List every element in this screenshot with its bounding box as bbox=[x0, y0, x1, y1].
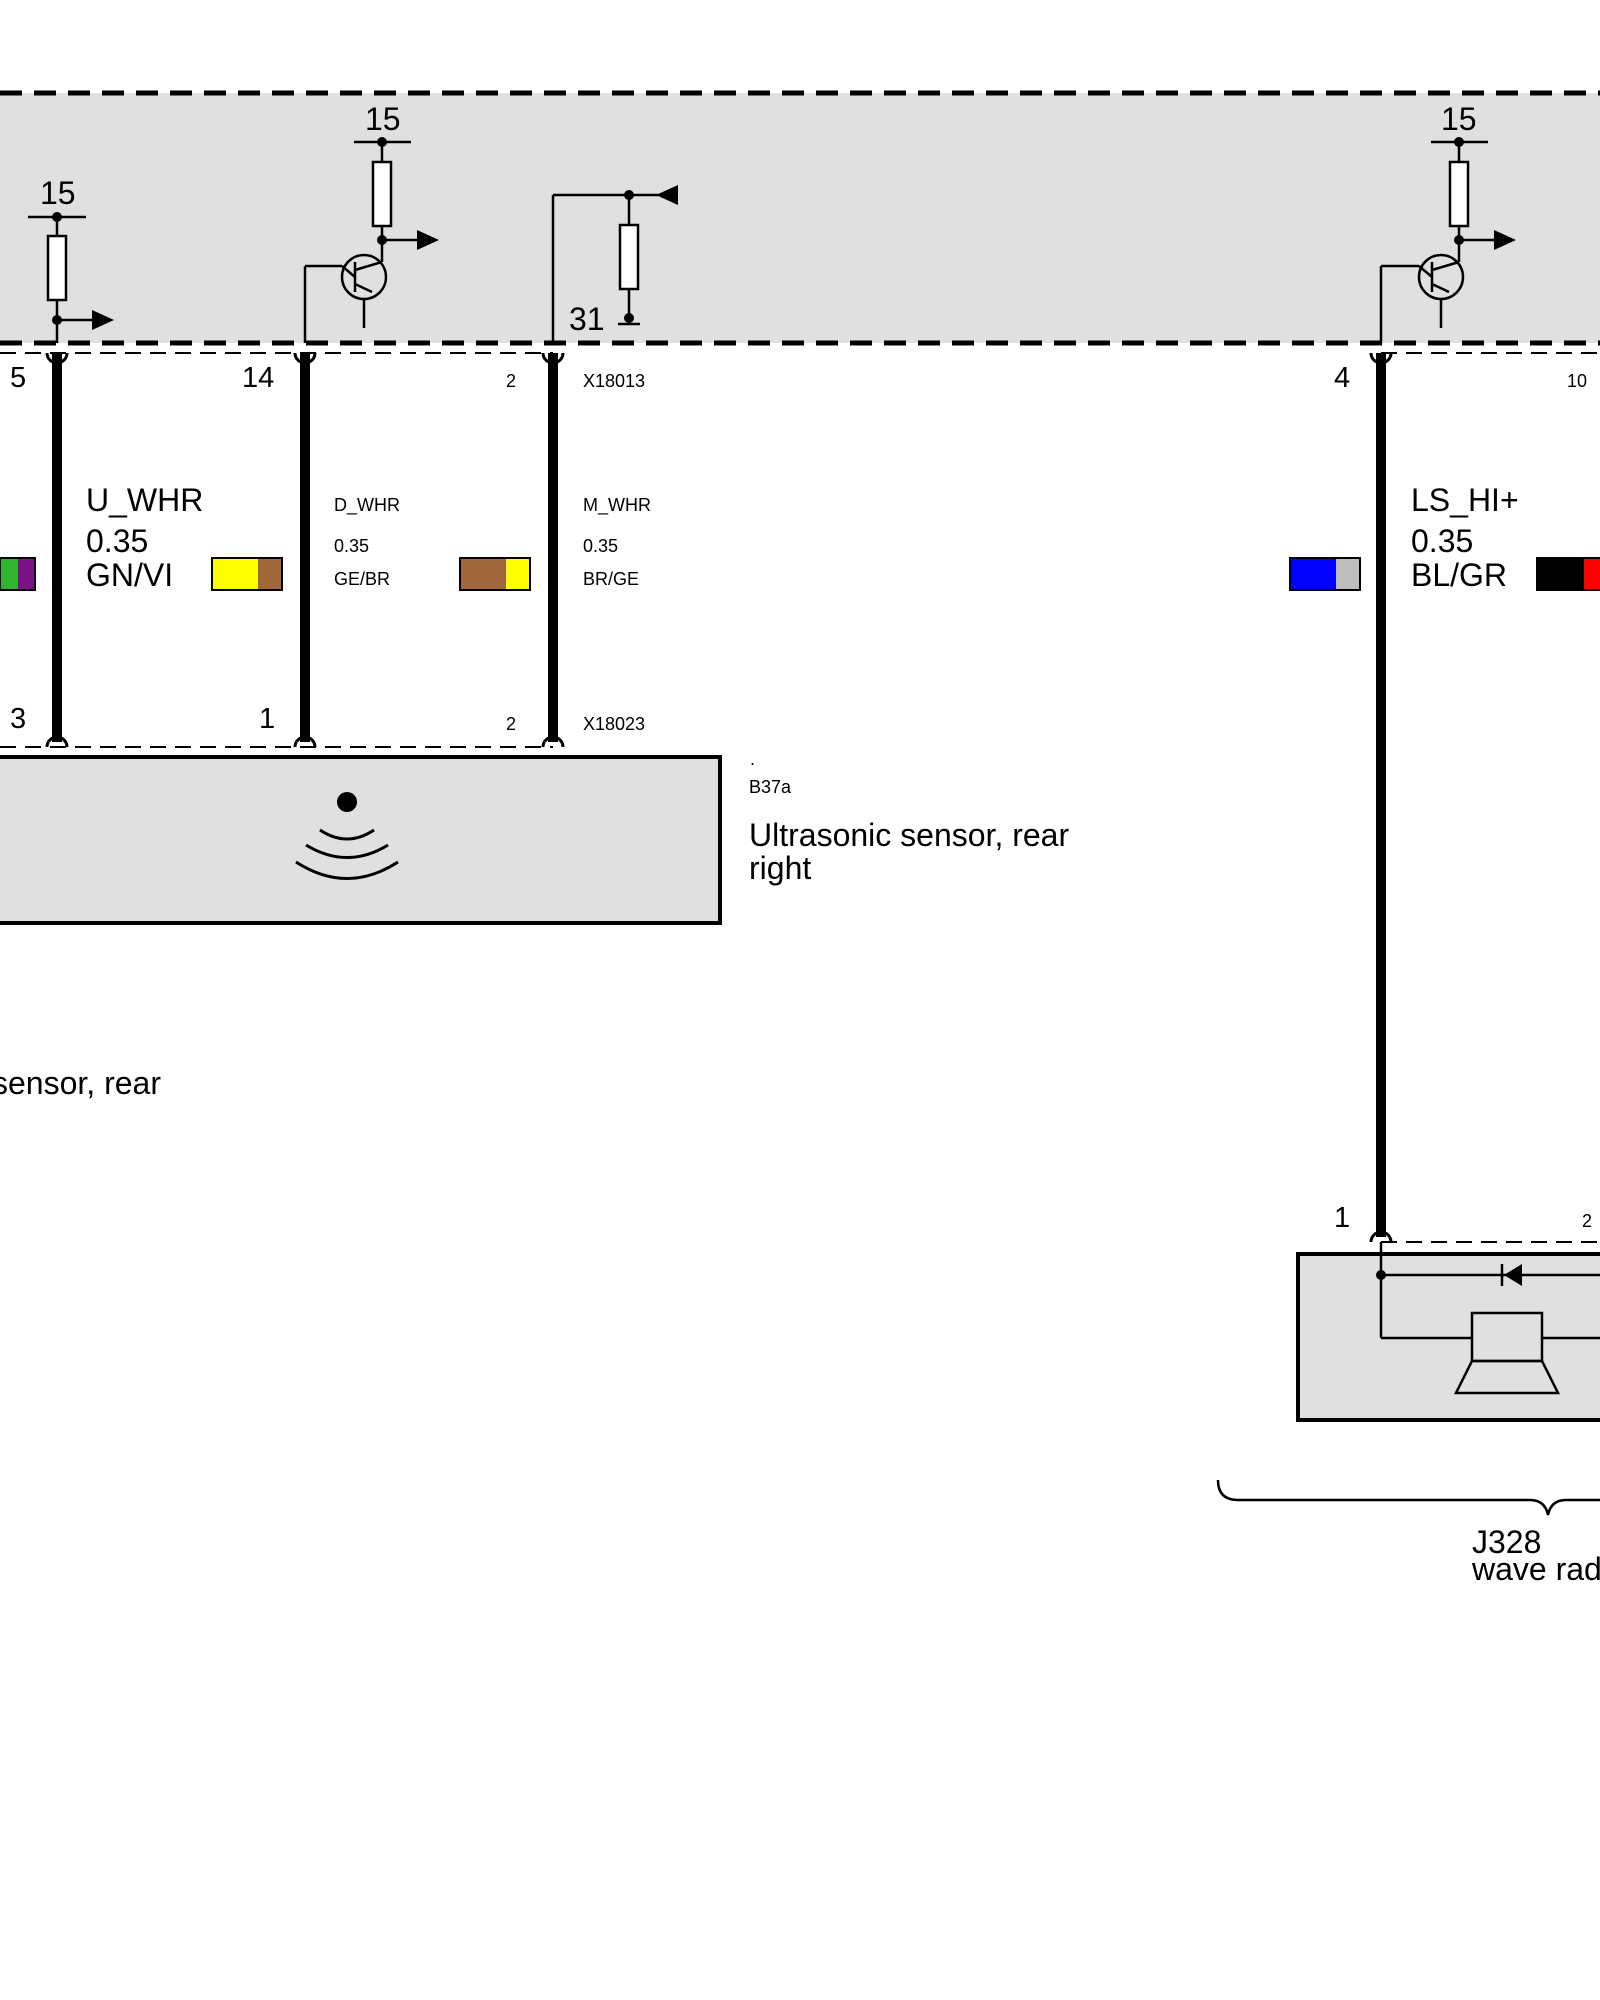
supply-terminal-3: 15 bbox=[1431, 101, 1516, 262]
pin-top-4: 4 bbox=[1334, 362, 1350, 394]
color-swatch-left bbox=[0, 557, 36, 591]
pin-sockets bbox=[45, 352, 1393, 1243]
color-swatch-bl-gr bbox=[1289, 557, 1361, 591]
transistor-1 bbox=[303, 253, 388, 343]
control-unit-box bbox=[0, 93, 1600, 343]
sensor-id: B37a bbox=[749, 777, 792, 797]
svg-text:15: 15 bbox=[40, 175, 76, 211]
pin-bottom-2: 2 bbox=[506, 714, 516, 734]
left-sensor-name-cut: sensor, rear bbox=[0, 1065, 161, 1101]
connector-bottom-id: X18023 bbox=[583, 714, 645, 734]
pin-bottom-3: 3 bbox=[10, 703, 26, 735]
svg-text:0.35: 0.35 bbox=[86, 523, 148, 559]
svg-text:BL/GR: BL/GR bbox=[1411, 557, 1507, 593]
ultrasonic-sensor-icon bbox=[295, 792, 399, 880]
sensor-dot: . bbox=[750, 749, 755, 769]
speaker-icon bbox=[1453, 1311, 1561, 1395]
svg-text:0.35: 0.35 bbox=[583, 536, 618, 556]
svg-text:0.35: 0.35 bbox=[1411, 523, 1473, 559]
wire-label-u-whr: U_WHR 0.35 GN/VI bbox=[86, 482, 203, 593]
color-swatch-br-ge bbox=[459, 557, 531, 591]
connector-top-id: X18013 bbox=[583, 371, 645, 391]
ground-reference: 31 bbox=[551, 185, 678, 343]
wire-label-ls-hi: LS_HI+ 0.35 BL/GR bbox=[1411, 482, 1519, 593]
pin-top-14: 14 bbox=[242, 362, 274, 394]
ground-label: 31 bbox=[569, 301, 605, 337]
speaker-id: J328 bbox=[1472, 1524, 1541, 1560]
supply-terminal-1: 15 bbox=[28, 175, 114, 343]
pin-top-10: 10 bbox=[1567, 371, 1587, 391]
svg-text:BR/GE: BR/GE bbox=[583, 569, 639, 589]
color-swatch-right-cut bbox=[1536, 557, 1600, 591]
sensor-name-line2: right bbox=[749, 850, 811, 886]
wire-label-m-whr: M_WHR 0.35 BR/GE bbox=[583, 495, 651, 589]
pin-bottom-2-speaker: 2 bbox=[1582, 1211, 1592, 1231]
svg-text:15: 15 bbox=[1441, 101, 1477, 137]
svg-text:GE/BR: GE/BR bbox=[334, 569, 390, 589]
pin-top-5: 5 bbox=[10, 362, 26, 394]
svg-text:0.35: 0.35 bbox=[334, 536, 369, 556]
sensor-name-line1: Ultrasonic sensor, rear bbox=[749, 817, 1069, 853]
speaker-internal-circuit bbox=[1376, 1242, 1600, 1340]
svg-text:D_WHR: D_WHR bbox=[334, 495, 400, 516]
svg-text:LS_HI+: LS_HI+ bbox=[1411, 482, 1519, 518]
speaker-name: wave rad bbox=[1471, 1551, 1600, 1587]
svg-text:U_WHR: U_WHR bbox=[86, 482, 203, 518]
svg-text:15: 15 bbox=[365, 101, 401, 137]
color-swatch-ge-br bbox=[211, 557, 283, 591]
sensor-box bbox=[0, 755, 722, 925]
pin-top-2: 2 bbox=[506, 371, 516, 391]
transistor-2 bbox=[1379, 253, 1465, 343]
supply-terminal-2: 15 bbox=[354, 101, 439, 262]
pin-bottom-1-speaker: 1 bbox=[1334, 1202, 1350, 1234]
pin-bottom-1: 1 bbox=[259, 703, 275, 735]
wire-label-d-whr: D_WHR 0.35 GE/BR bbox=[334, 495, 400, 589]
speaker-brace bbox=[1216, 1479, 1600, 1516]
svg-text:M_WHR: M_WHR bbox=[583, 495, 651, 516]
svg-text:GN/VI: GN/VI bbox=[86, 557, 173, 593]
